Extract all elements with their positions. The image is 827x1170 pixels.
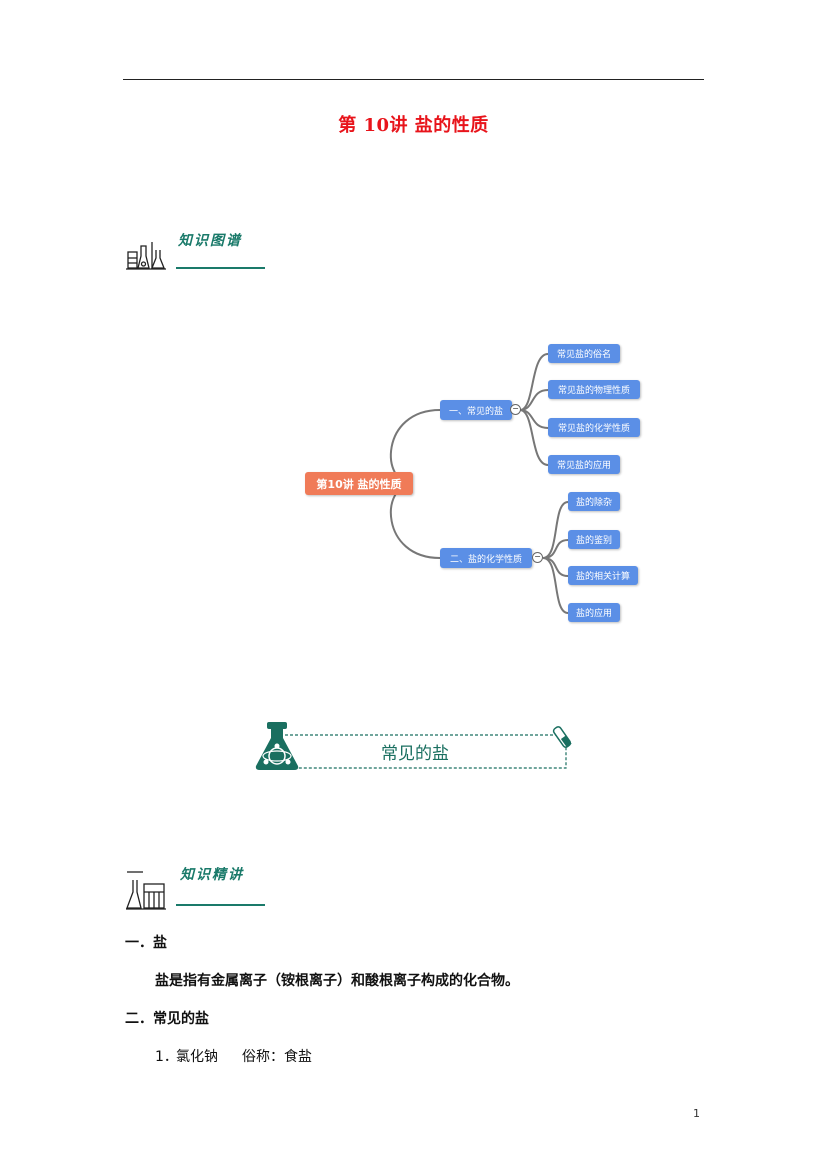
mind-map-leaf: 常见盐的俗名 [548,344,620,363]
banner-title: 常见的盐 [381,744,449,764]
flask-icon [255,722,299,770]
mind-map-root: 第10讲 盐的性质 [305,472,413,495]
section-underline [176,267,265,269]
mind-map-leaf: 常见盐的物理性质 [548,380,640,399]
mind-map-leaf: 盐的应用 [568,603,620,622]
mind-map-branch-common-salts: 一、常见的盐 [440,400,512,420]
section-underline [176,904,265,906]
header-rule [123,79,704,80]
mind-map-leaf: 常见盐的应用 [548,455,620,474]
section-banner [255,722,572,770]
list-item-name: 氯化钠 [176,1049,218,1065]
page-number: 1 [693,1107,700,1120]
mind-map-branch-chemical-properties: 二、盐的化学性质 [440,548,532,568]
mind-map-leaf: 盐的除杂 [568,492,620,511]
lab-equipment-icon [126,242,166,270]
section-label-knowledge-map: 知识图谱 [178,233,242,249]
list-item-number: 1． [155,1049,178,1065]
collapse-toggle-icon[interactable]: − [510,404,521,415]
collapse-toggle-icon[interactable]: − [532,552,543,563]
mind-map-leaf: 常见盐的化学性质 [548,418,640,437]
heading-common-salts: 二．常见的盐 [125,1011,209,1027]
page-title: 第 10讲 盐的性质 [338,115,489,136]
salt-definition: 盐是指有金属离子（铵根离子）和酸根离子构成的化合物。 [155,973,519,989]
list-item-alias: 俗称：食盐 [242,1049,312,1065]
mind-map-leaf: 盐的鉴别 [568,530,620,549]
test-tube-icon [552,726,572,748]
lab-beaker-icon [126,871,166,910]
mind-map-leaf: 盐的相关计算 [568,566,638,585]
heading-salt: 一．盐 [125,935,167,951]
section-label-knowledge-lecture: 知识精讲 [180,867,244,883]
